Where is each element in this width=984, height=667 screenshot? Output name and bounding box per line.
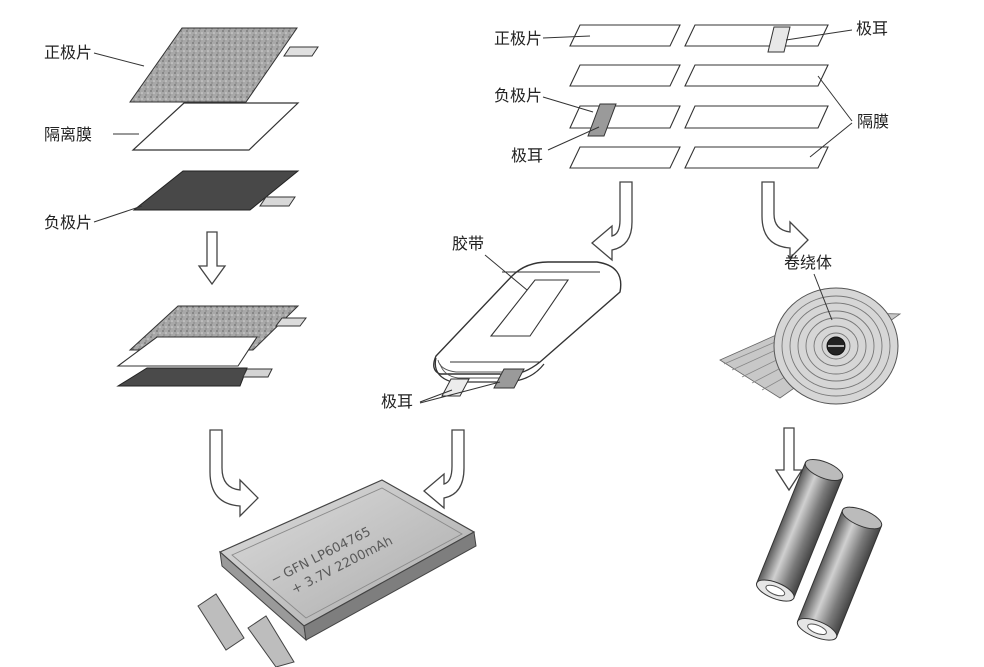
flat-tape-leader [484,254,528,291]
wind-negative-label: 负极片 [494,86,542,105]
pouch-battery: GFN LP604765 + 3.7V 2200mAh − [197,479,477,667]
stack-separator-sheet [131,102,300,151]
stack-negative-label: 负极片 [44,213,92,232]
down-arrow-icon [197,231,227,286]
cylindrical-battery-front [796,506,883,641]
wind-tab-top-leader [785,29,853,41]
stack-positive-plate [129,27,319,103]
flat-tabs-label: 极耳 [381,392,413,411]
wind-separator-strip-2 [569,146,829,169]
stack-negative-leader [93,205,143,223]
flat-jelly-roll [433,261,622,397]
wind-positive-leader [542,35,591,39]
stack-positive-label: 正极片 [44,43,92,62]
flat-tabs-leader-1 [419,389,453,403]
wind-negative-strip [569,103,829,137]
jelly-roll-leader [813,273,833,321]
wind-separator-strip-1 [569,64,829,87]
jelly-roll-label: 卷绕体 [784,253,832,272]
wind-tab-side-leader [547,126,600,151]
curved-arrow-icon [761,181,809,260]
flat-tabs-leader-2 [419,381,501,404]
wind-tab-side-label: 极耳 [511,146,543,165]
wind-separator-leader-1 [817,75,853,122]
assembled-stack [116,305,307,387]
wind-separator-label: 隔膜 [857,112,889,131]
stack-negative-plate [132,170,300,211]
wind-tab-top-label: 极耳 [856,19,888,38]
wind-positive-label: 正极片 [494,29,542,48]
cylindrical-battery-back [756,458,844,602]
spiral-jelly-roll [719,287,902,405]
wind-separator-leader-2 [809,122,853,158]
curved-arrow-icon [422,429,465,510]
down-arrow-icon [774,427,804,492]
wind-positive-strip [569,24,829,53]
flat-tape-label: 胶带 [452,234,484,253]
stack-separator-label: 隔离膜 [44,125,92,144]
curved-arrow-icon [209,429,259,518]
wind-negative-leader [542,96,594,113]
stack-positive-leader [93,52,145,67]
curved-arrow-icon [590,181,633,262]
